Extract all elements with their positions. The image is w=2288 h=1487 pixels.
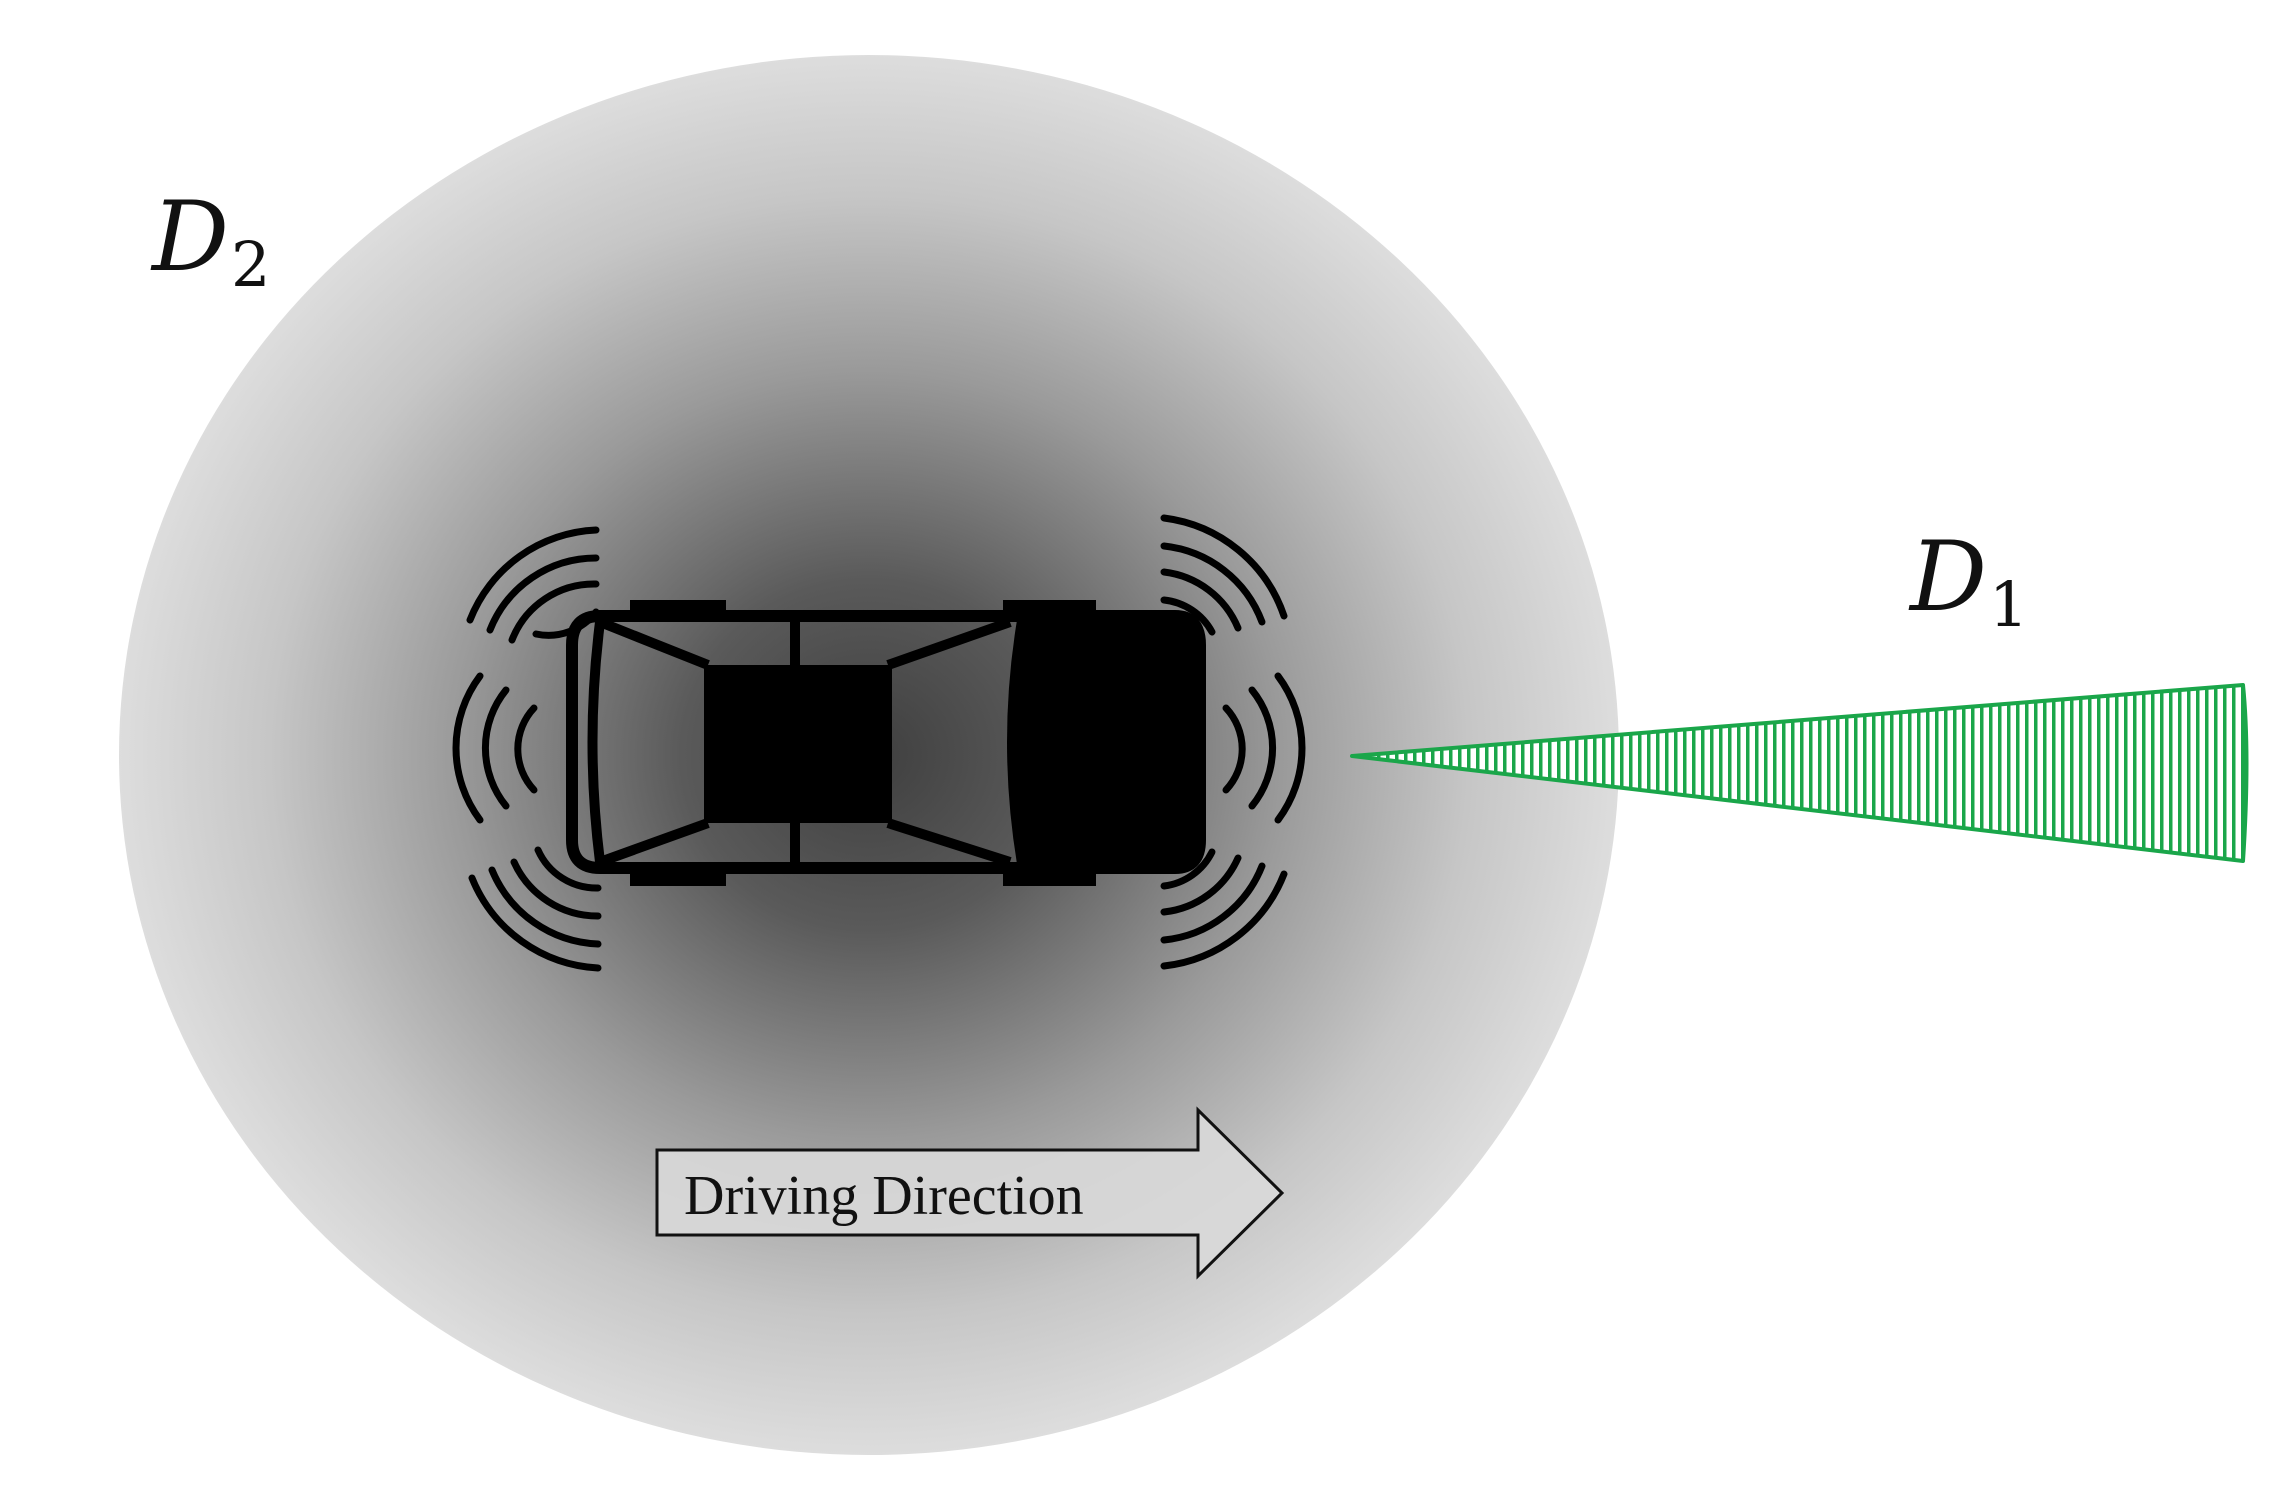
driving-direction-label: Driving Direction (684, 1165, 1084, 1227)
zone-label-d2-sub: 2 (231, 228, 270, 301)
beam-label-d1: D1 (1908, 521, 2028, 641)
car-top-view-icon (566, 600, 1206, 886)
zone-label-d2-main: D (150, 181, 229, 293)
driving-direction-arrow: Driving Direction (655, 1106, 1285, 1280)
sensor-wave-icon (452, 514, 1306, 972)
long-range-beam-icon (1350, 683, 2249, 863)
beam-label-d1-main: D (1908, 521, 1987, 633)
zone-label-d2: D2 (150, 181, 270, 301)
beam-label-d1-sub: 1 (1989, 568, 2028, 641)
